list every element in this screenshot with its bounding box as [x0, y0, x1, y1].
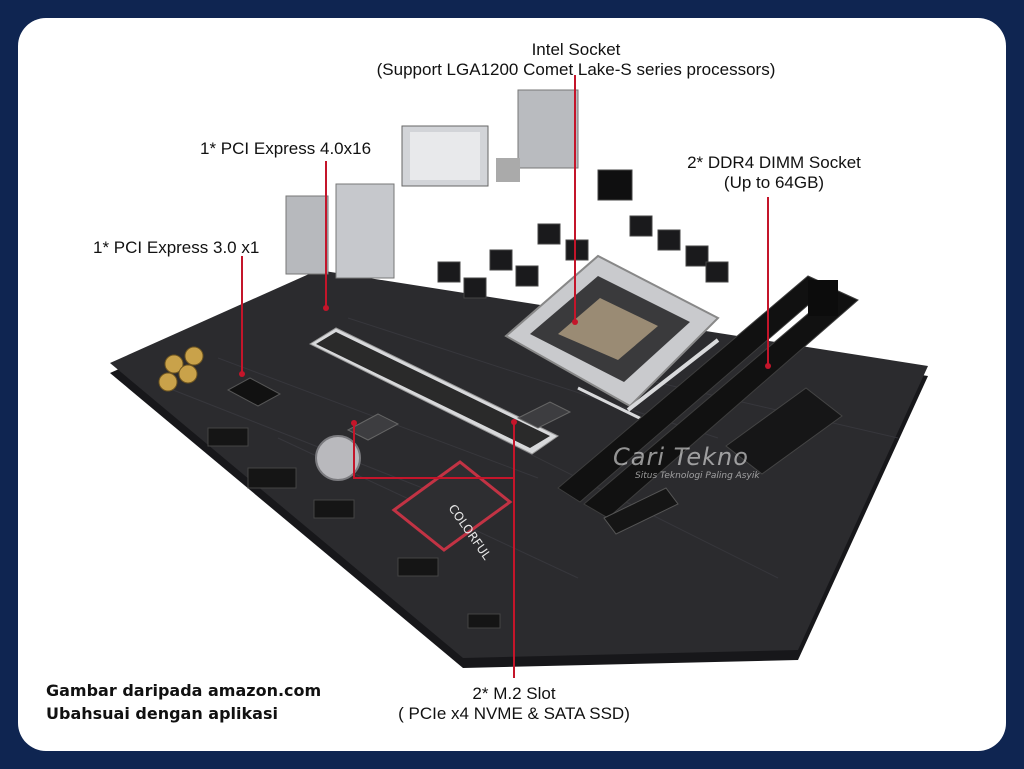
m2-slot-2 [516, 401, 572, 429]
credit-line-1: Gambar daripada amazon.com [46, 681, 322, 700]
label-ddr4-title: 2* DDR4 DIMM Socket [687, 153, 861, 172]
vrm [437, 169, 729, 299]
label-m2: 2* M.2 Slot ( PCIe x4 NVME & SATA SSD) [374, 684, 654, 724]
credit-line-2: Ubahsuai dengan aplikasi [46, 704, 278, 723]
label-m2-sub: ( PCIe x4 NVME & SATA SSD) [398, 704, 630, 723]
chipset-heatsink: COLORFUL [391, 460, 513, 563]
pcie-x1-slot [226, 377, 282, 407]
rear-io [285, 89, 579, 279]
label-intel-socket-sub: (Support LGA1200 Comet Lake-S series pro… [376, 60, 776, 79]
dimm-slots [557, 275, 859, 519]
label-intel-socket-title: Intel Socket [531, 40, 621, 59]
cmos-battery [315, 435, 361, 481]
pcie-x16-slot [308, 327, 559, 455]
leader-lines [241, 75, 769, 678]
label-ddr4: 2* DDR4 DIMM Socket (Up to 64GB) [664, 153, 884, 193]
atx-connector [725, 387, 843, 475]
m2-slot-1 [346, 413, 400, 441]
label-m2-title: 2* M.2 Slot [472, 684, 556, 703]
sata-ports [603, 487, 679, 535]
label-pcie3: 1* PCI Express 3.0 x1 [93, 238, 260, 257]
headers [207, 427, 501, 629]
label-intel-socket: Intel Socket (Support LGA1200 Comet Lake… [346, 40, 806, 80]
watermark-brand: Cari Tekno [613, 443, 749, 471]
audio-capacitors [158, 346, 204, 392]
label-pcie4: 1* PCI Express 4.0x16 [200, 139, 372, 158]
label-ddr4-sub: (Up to 64GB) [723, 173, 825, 192]
watermark: Cari Tekno Situs Teknologi Paling Asyik [613, 443, 760, 481]
watermark-tagline: Situs Teknologi Paling Asyik [635, 471, 760, 481]
image-card: COLORFUL Cari Tekno Situs Teknologi Pali… [18, 18, 1006, 751]
motherboard-photo: COLORFUL [110, 75, 928, 678]
